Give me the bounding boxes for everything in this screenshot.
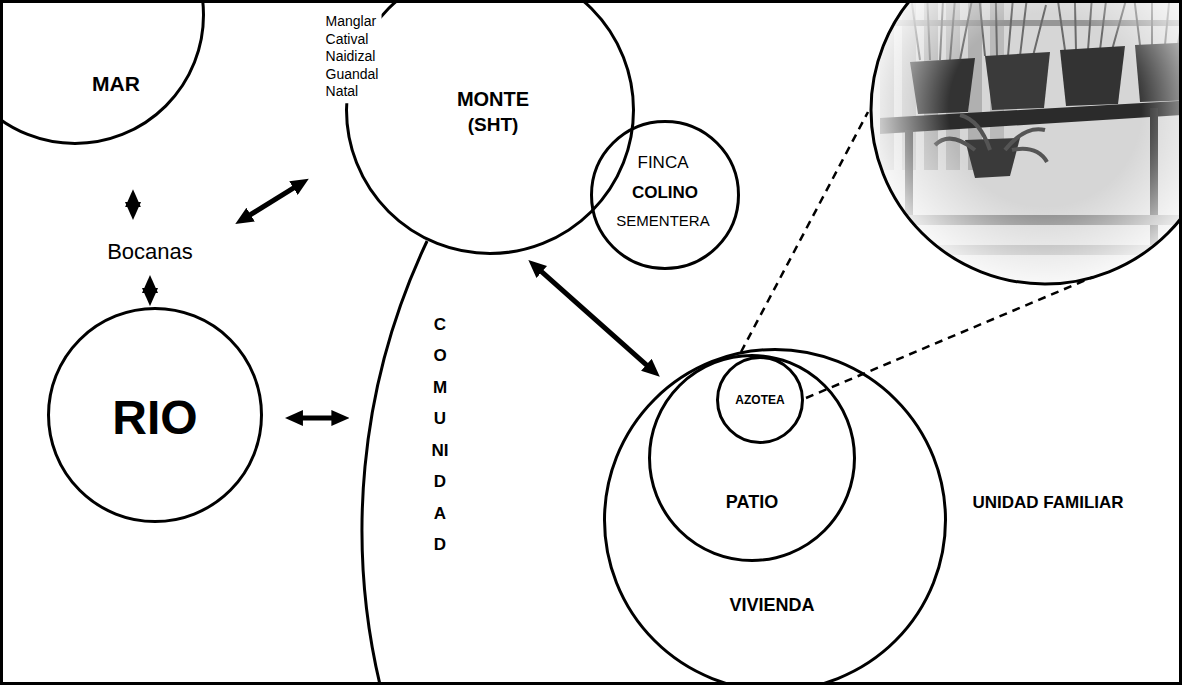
sea-circle: MAR	[0, 0, 205, 145]
callout-dashed-line	[806, 277, 1093, 398]
circle-outline	[0, 0, 204, 144]
double-arrow	[537, 268, 651, 369]
farm-circle: FINCA COLINO SEMENTERA	[590, 120, 740, 270]
patio-circle: PATIO AZOTEA	[648, 354, 856, 562]
patio-circle-outline	[648, 354, 856, 562]
household-circle: UNIDAD FAMILIARVIVIENDAPATIOAZOTEA	[603, 348, 947, 685]
circle-outline	[718, 358, 803, 443]
node-label: VIVIENDA	[729, 595, 814, 616]
double-arrow	[297, 416, 337, 421]
node-label: AZOTEA	[735, 394, 784, 408]
circle-outline	[592, 122, 739, 269]
node-label: PATIO	[726, 492, 778, 513]
node-label: MAR	[92, 72, 140, 96]
callout-dashed-line	[741, 112, 868, 352]
habitat-list: Manglar Catival Naidizal Guandal Natal	[323, 11, 382, 103]
river-circle: RIO	[47, 307, 263, 523]
double-arrow	[131, 201, 136, 208]
node-label: COLINO	[632, 183, 698, 203]
node-label: FINCA	[638, 153, 689, 173]
circle-outline	[650, 356, 855, 561]
node-label: SEMENTERA	[616, 212, 709, 229]
estuary-node: Bocanas	[103, 235, 197, 269]
photo-fade	[870, 0, 1182, 285]
double-arrow	[246, 185, 299, 218]
circle-outline	[347, 0, 634, 254]
forest-circle: Manglar Catival Naidizal Guandal NatalMO…	[345, 0, 635, 255]
vertical-label: COMUNIDAD	[432, 309, 449, 561]
rooftop-garden-circle: AZOTEA	[716, 356, 804, 444]
node-label: Bocanas	[107, 239, 193, 264]
circle-outline	[605, 350, 946, 685]
node-label: (SHT)	[468, 114, 519, 136]
node-label: MONTE	[457, 88, 529, 111]
photo-background	[860, 0, 1182, 290]
double-arrow	[148, 287, 153, 294]
garden-photo	[860, 0, 1182, 290]
photo-circle	[871, 0, 1182, 284]
node-label: RIO	[112, 390, 197, 445]
arc-outline	[362, 241, 427, 685]
circle-outline	[49, 309, 262, 522]
node-label: UNIDAD FAMILIAR	[972, 493, 1123, 513]
